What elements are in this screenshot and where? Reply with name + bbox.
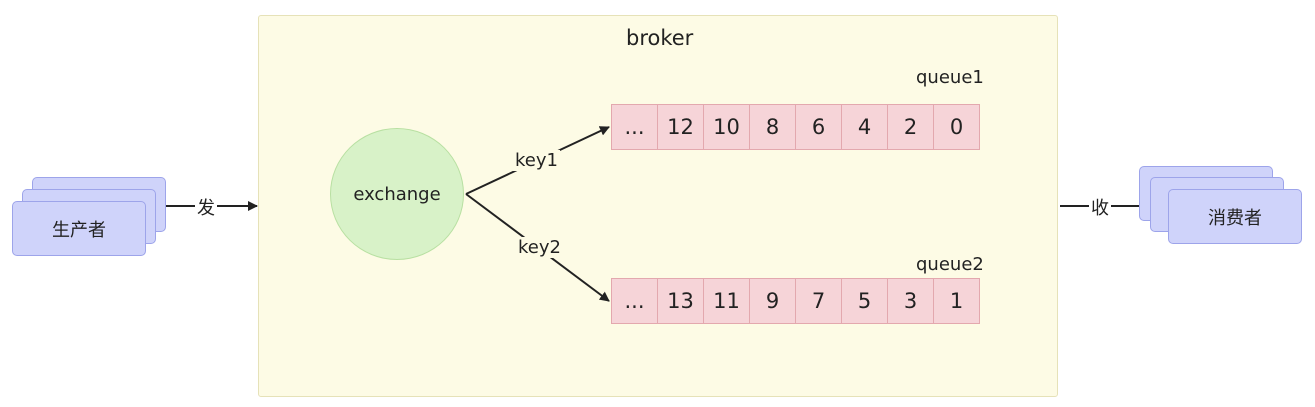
consumer-label: 消费者 — [1208, 207, 1262, 229]
queue2-name: queue2 — [916, 254, 984, 275]
queue1-buffer: ... 12 10 8 6 4 2 0 — [611, 104, 980, 150]
exchange-label: exchange — [353, 183, 441, 205]
producer-node: 生产者 — [12, 201, 146, 256]
exchange-node: exchange — [330, 128, 464, 260]
queue-cell: ... — [611, 278, 658, 324]
producer-label: 生产者 — [52, 219, 106, 241]
queue-cell: 4 — [841, 104, 888, 150]
queue-cell: 8 — [749, 104, 796, 150]
queue-cell: 3 — [887, 278, 934, 324]
queue-cell: 1 — [933, 278, 980, 324]
queue-cell: 10 — [703, 104, 750, 150]
queue-cell: 9 — [749, 278, 796, 324]
receive-label: 收 — [1089, 194, 1111, 220]
send-label: 发 — [195, 194, 217, 220]
queue-cell: 2 — [887, 104, 934, 150]
broker-title: broker — [626, 26, 694, 50]
queue2-buffer: ... 13 11 9 7 5 3 1 — [611, 278, 980, 324]
queue1-name: queue1 — [916, 67, 984, 88]
queue-cell: 11 — [703, 278, 750, 324]
queue-cell: ... — [611, 104, 658, 150]
routing-key-1-label: key1 — [513, 150, 560, 171]
queue-cell: 12 — [657, 104, 704, 150]
queue-cell: 5 — [841, 278, 888, 324]
queue-cell: 7 — [795, 278, 842, 324]
queue-cell: 13 — [657, 278, 704, 324]
routing-key-2-label: key2 — [516, 237, 563, 258]
queue-cell: 6 — [795, 104, 842, 150]
consumer-node: 消费者 — [1168, 189, 1302, 244]
queue-cell: 0 — [933, 104, 980, 150]
